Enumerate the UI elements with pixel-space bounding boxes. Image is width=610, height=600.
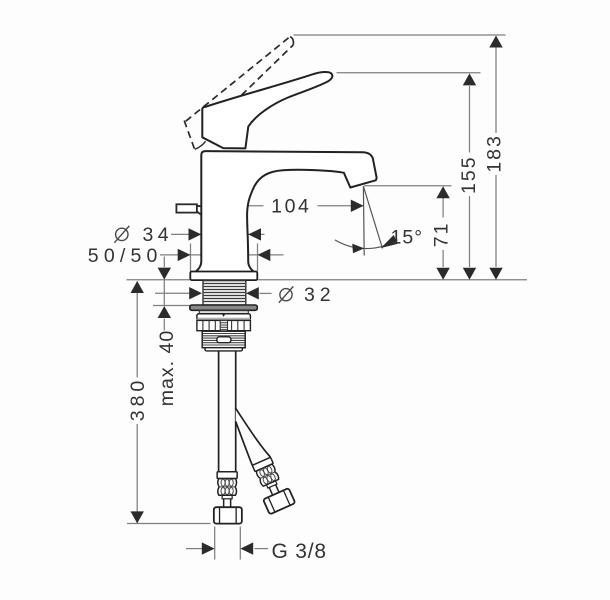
svg-text:34: 34 [142,224,173,246]
svg-text:71: 71 [431,222,453,248]
svg-text:max. 40: max. 40 [156,330,178,406]
svg-text:183: 183 [484,134,506,173]
svg-text:155: 155 [458,155,480,194]
svg-text:380: 380 [127,377,149,422]
svg-text:15°: 15° [391,226,424,248]
svg-text:104: 104 [271,196,311,218]
svg-text:G 3/8: G 3/8 [272,540,327,563]
svg-text:50/50: 50/50 [88,245,163,267]
svg-text:32: 32 [304,284,336,306]
